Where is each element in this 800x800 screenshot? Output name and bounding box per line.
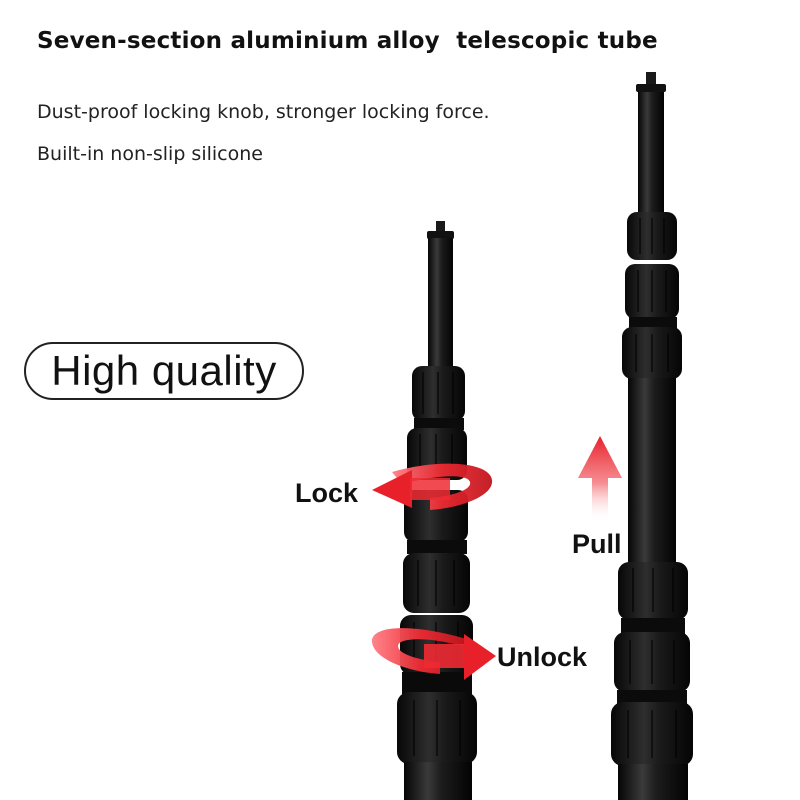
curved-arrow-left-icon [372, 463, 493, 510]
left-pole-tube-bottom [404, 762, 472, 800]
right-pole-collar-4 [621, 618, 685, 634]
right-pole-cap [636, 84, 666, 92]
left-pole-cap [427, 231, 454, 239]
quality-badge: High quality [24, 342, 304, 400]
left-pole-collar-1 [414, 418, 464, 430]
right-pole-screw [646, 72, 656, 86]
left-pole-collar-5 [402, 672, 472, 694]
left-pole-screw [436, 221, 445, 233]
right-pole-collar-2 [629, 317, 677, 329]
unlock-label: Unlock [497, 642, 588, 672]
right-pole [611, 72, 693, 800]
pull-label: Pull [572, 529, 622, 559]
feature-locking-knob: Dust-proof locking knob, stronger lockin… [37, 101, 490, 123]
feature-silicone: Built-in non-slip silicone [37, 143, 263, 165]
right-pole-tube-top [638, 92, 664, 222]
right-pole-tube-middle [628, 378, 676, 568]
curved-arrow-right-icon [371, 628, 496, 680]
lock-label: Lock [295, 478, 359, 508]
arrow-up-icon [578, 436, 622, 522]
left-pole [397, 221, 477, 800]
page-title: Seven-section aluminium alloy telescopic… [37, 28, 658, 54]
right-pole-collar-5 [617, 690, 687, 704]
left-pole-collar-3 [407, 540, 467, 554]
left-pole-tube-top [428, 238, 453, 378]
right-pole-tube-bottom [618, 764, 688, 800]
